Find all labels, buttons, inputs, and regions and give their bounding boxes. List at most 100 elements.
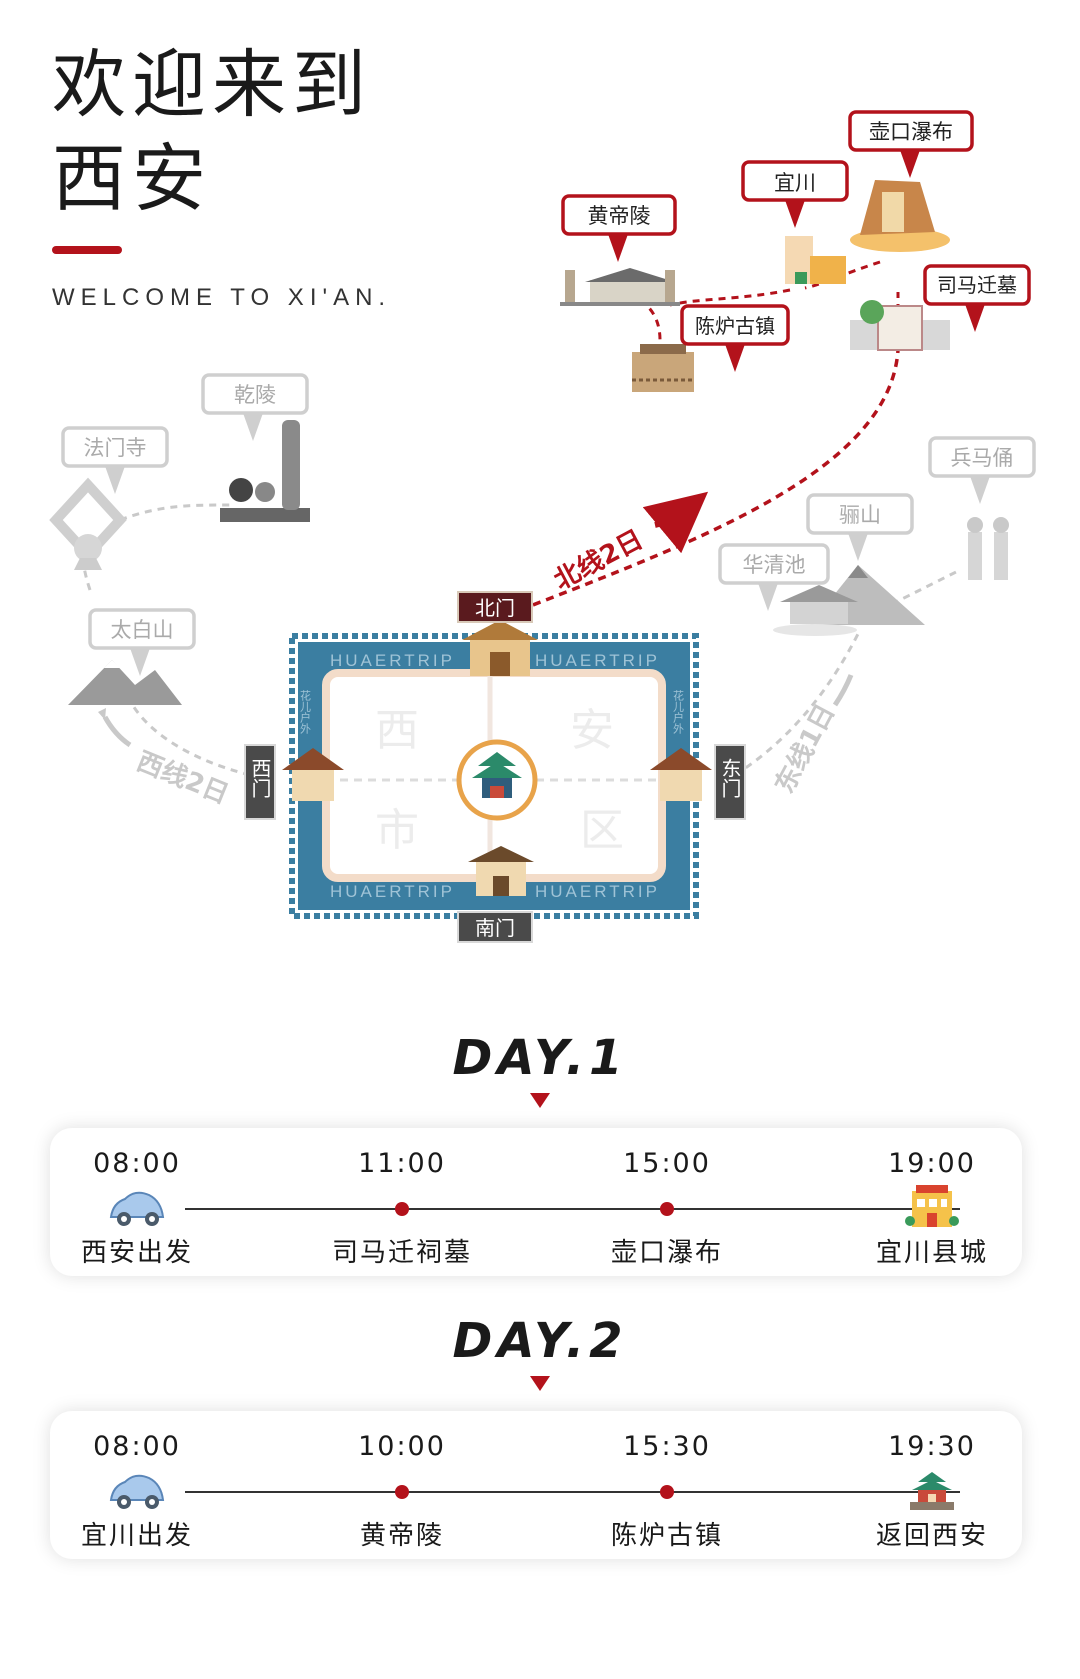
hotel-icon	[905, 1185, 959, 1227]
stop-place: 宜川出发	[80, 1521, 193, 1551]
day1-timeline	[185, 1208, 960, 1210]
day2-stop-3[interactable]: 15:30 陈炉古镇	[567, 1411, 767, 1559]
south-gate-label: 南门	[457, 911, 533, 943]
day1-stop-1[interactable]: 08:00 西安出发	[37, 1128, 237, 1276]
stop-place: 壶口瀑布	[610, 1238, 723, 1268]
north-gate-icon	[462, 620, 538, 676]
qianling-icon	[220, 420, 310, 522]
east-route-arrow	[832, 674, 854, 707]
car-icon	[109, 1191, 165, 1226]
pin-hukou-label: 壶口瀑布	[869, 120, 953, 144]
south-gate-icon	[468, 846, 534, 896]
svg-text:东门: 东门	[718, 758, 742, 798]
timeline-dot	[395, 1485, 409, 1499]
yichuan-icon	[785, 236, 846, 284]
huangdiling-icon	[560, 268, 680, 306]
frame-brand-bottom-right: HUAERTRIP	[535, 882, 660, 901]
frame-side-text-right: 花儿户外	[672, 690, 685, 735]
pin-taibaishan-label: 太白山	[111, 618, 174, 642]
day1-stop-2[interactable]: 11:00 司马迁祠墓	[302, 1128, 502, 1276]
pin-bingmayong[interactable]: 兵马俑	[928, 436, 1036, 504]
day1-title: DAY.1	[452, 1030, 628, 1086]
stop-place: 司马迁祠墓	[331, 1238, 472, 1268]
chenlu-icon	[632, 344, 694, 392]
svg-text:西门: 西门	[248, 758, 272, 798]
stop-place: 宜川县城	[875, 1238, 988, 1268]
pin-huangdiling-label: 黄帝陵	[588, 204, 651, 228]
svg-text:北门: 北门	[475, 596, 515, 620]
stop-time: 15:30	[623, 1431, 711, 1462]
day1-itinerary-card: 08:00 西安出发 11:00 司马迁祠墓 15:00 壶口瀑布 19:00	[50, 1128, 1022, 1276]
huaqingchi-icon	[773, 585, 858, 636]
day1-stop-4[interactable]: 19:00 宜川县城	[832, 1128, 1032, 1276]
page-title-line1: 欢迎来到	[52, 42, 372, 128]
car-icon	[109, 1474, 165, 1509]
stop-place: 返回西安	[875, 1521, 988, 1551]
page-title-line2: 西安	[52, 136, 212, 222]
day2-stop-4[interactable]: 19:30 返回西安	[832, 1411, 1032, 1559]
pin-chenlu[interactable]: 陈炉古镇	[680, 304, 790, 372]
east-gate-icon	[650, 748, 712, 801]
pin-bingmayong-label: 兵马俑	[951, 446, 1014, 470]
pin-famensi-label: 法门寺	[84, 436, 147, 460]
stop-time: 19:30	[888, 1431, 976, 1462]
hukou-icon	[850, 180, 950, 252]
stop-time: 19:00	[888, 1148, 976, 1179]
pin-famensi[interactable]: 法门寺	[61, 426, 169, 494]
day2-arrow	[530, 1376, 550, 1391]
stop-place: 黄帝陵	[359, 1521, 444, 1551]
frame-brand-top-right: HUAERTRIP	[535, 651, 660, 670]
pin-lishan[interactable]: 骊山	[806, 493, 914, 561]
pin-huangdiling[interactable]: 黄帝陵	[561, 194, 677, 262]
svg-text:南门: 南门	[475, 916, 515, 940]
city-char-an: 安	[570, 705, 614, 756]
pin-huaqingchi-label: 华清池	[743, 553, 806, 577]
page-subtitle: WELCOME TO XI'AN.	[52, 284, 392, 311]
pin-simaqian-label: 司马迁墓	[937, 273, 1017, 297]
pin-qianling-label: 乾陵	[234, 383, 276, 407]
north-route-label: 北线2日	[549, 525, 648, 597]
timeline-dot	[395, 1202, 409, 1216]
timeline-dot	[660, 1202, 674, 1216]
city-char-xi: 西	[375, 705, 419, 756]
stop-time: 08:00	[93, 1431, 181, 1462]
west-route-label: 西线2日	[132, 747, 232, 811]
title-accent-bar	[52, 246, 122, 254]
city-char-qu: 区	[580, 805, 624, 856]
east-route-path	[734, 568, 961, 777]
route-map: 北线2日 西线2日 东线1日 HUAERTRIP HUAERTRIP HUAER…	[49, 110, 1036, 943]
pin-yichuan[interactable]: 宜川	[741, 160, 849, 228]
bingmayong-icon	[967, 517, 1009, 580]
timeline-dot	[660, 1485, 674, 1499]
bell-tower-icon	[456, 739, 538, 821]
pin-hukou[interactable]: 壶口瀑布	[848, 110, 974, 178]
day2-stop-1[interactable]: 08:00 宜川出发	[37, 1411, 237, 1559]
day1-arrow	[530, 1093, 550, 1108]
pin-taibaishan[interactable]: 太白山	[88, 608, 196, 676]
pin-yichuan-label: 宜川	[774, 171, 816, 195]
pin-chenlu-label: 陈炉古镇	[695, 314, 775, 338]
day2-timeline	[185, 1491, 960, 1493]
frame-brand-top-left: HUAERTRIP	[330, 651, 455, 670]
day1-stop-3[interactable]: 15:00 壶口瀑布	[567, 1128, 767, 1276]
west-gate-label: 西门	[244, 744, 276, 820]
pin-simaqian[interactable]: 司马迁墓	[923, 264, 1031, 332]
stop-time: 15:00	[623, 1148, 711, 1179]
pin-qianling[interactable]: 乾陵	[201, 373, 309, 441]
west-gate-icon	[282, 748, 344, 801]
stop-time: 11:00	[358, 1148, 446, 1179]
stop-place: 陈炉古镇	[610, 1521, 723, 1551]
day2-itinerary-card: 08:00 宜川出发 10:00 黄帝陵 15:30 陈炉古镇 19:30	[50, 1411, 1022, 1559]
frame-brand-bottom-left: HUAERTRIP	[330, 882, 455, 901]
north-gate-label: 北门	[457, 591, 533, 623]
pin-huaqingchi[interactable]: 华清池	[718, 543, 830, 611]
day2-stop-2[interactable]: 10:00 黄帝陵	[302, 1411, 502, 1559]
stop-time: 10:00	[358, 1431, 446, 1462]
north-route-arrow	[642, 491, 709, 554]
stop-place: 西安出发	[80, 1238, 193, 1268]
stop-time: 08:00	[93, 1148, 181, 1179]
simaqian-icon	[850, 300, 950, 351]
day2-title: DAY.2	[452, 1313, 628, 1369]
west-route-arrow	[102, 715, 132, 748]
city-char-shi: 市	[375, 805, 419, 856]
